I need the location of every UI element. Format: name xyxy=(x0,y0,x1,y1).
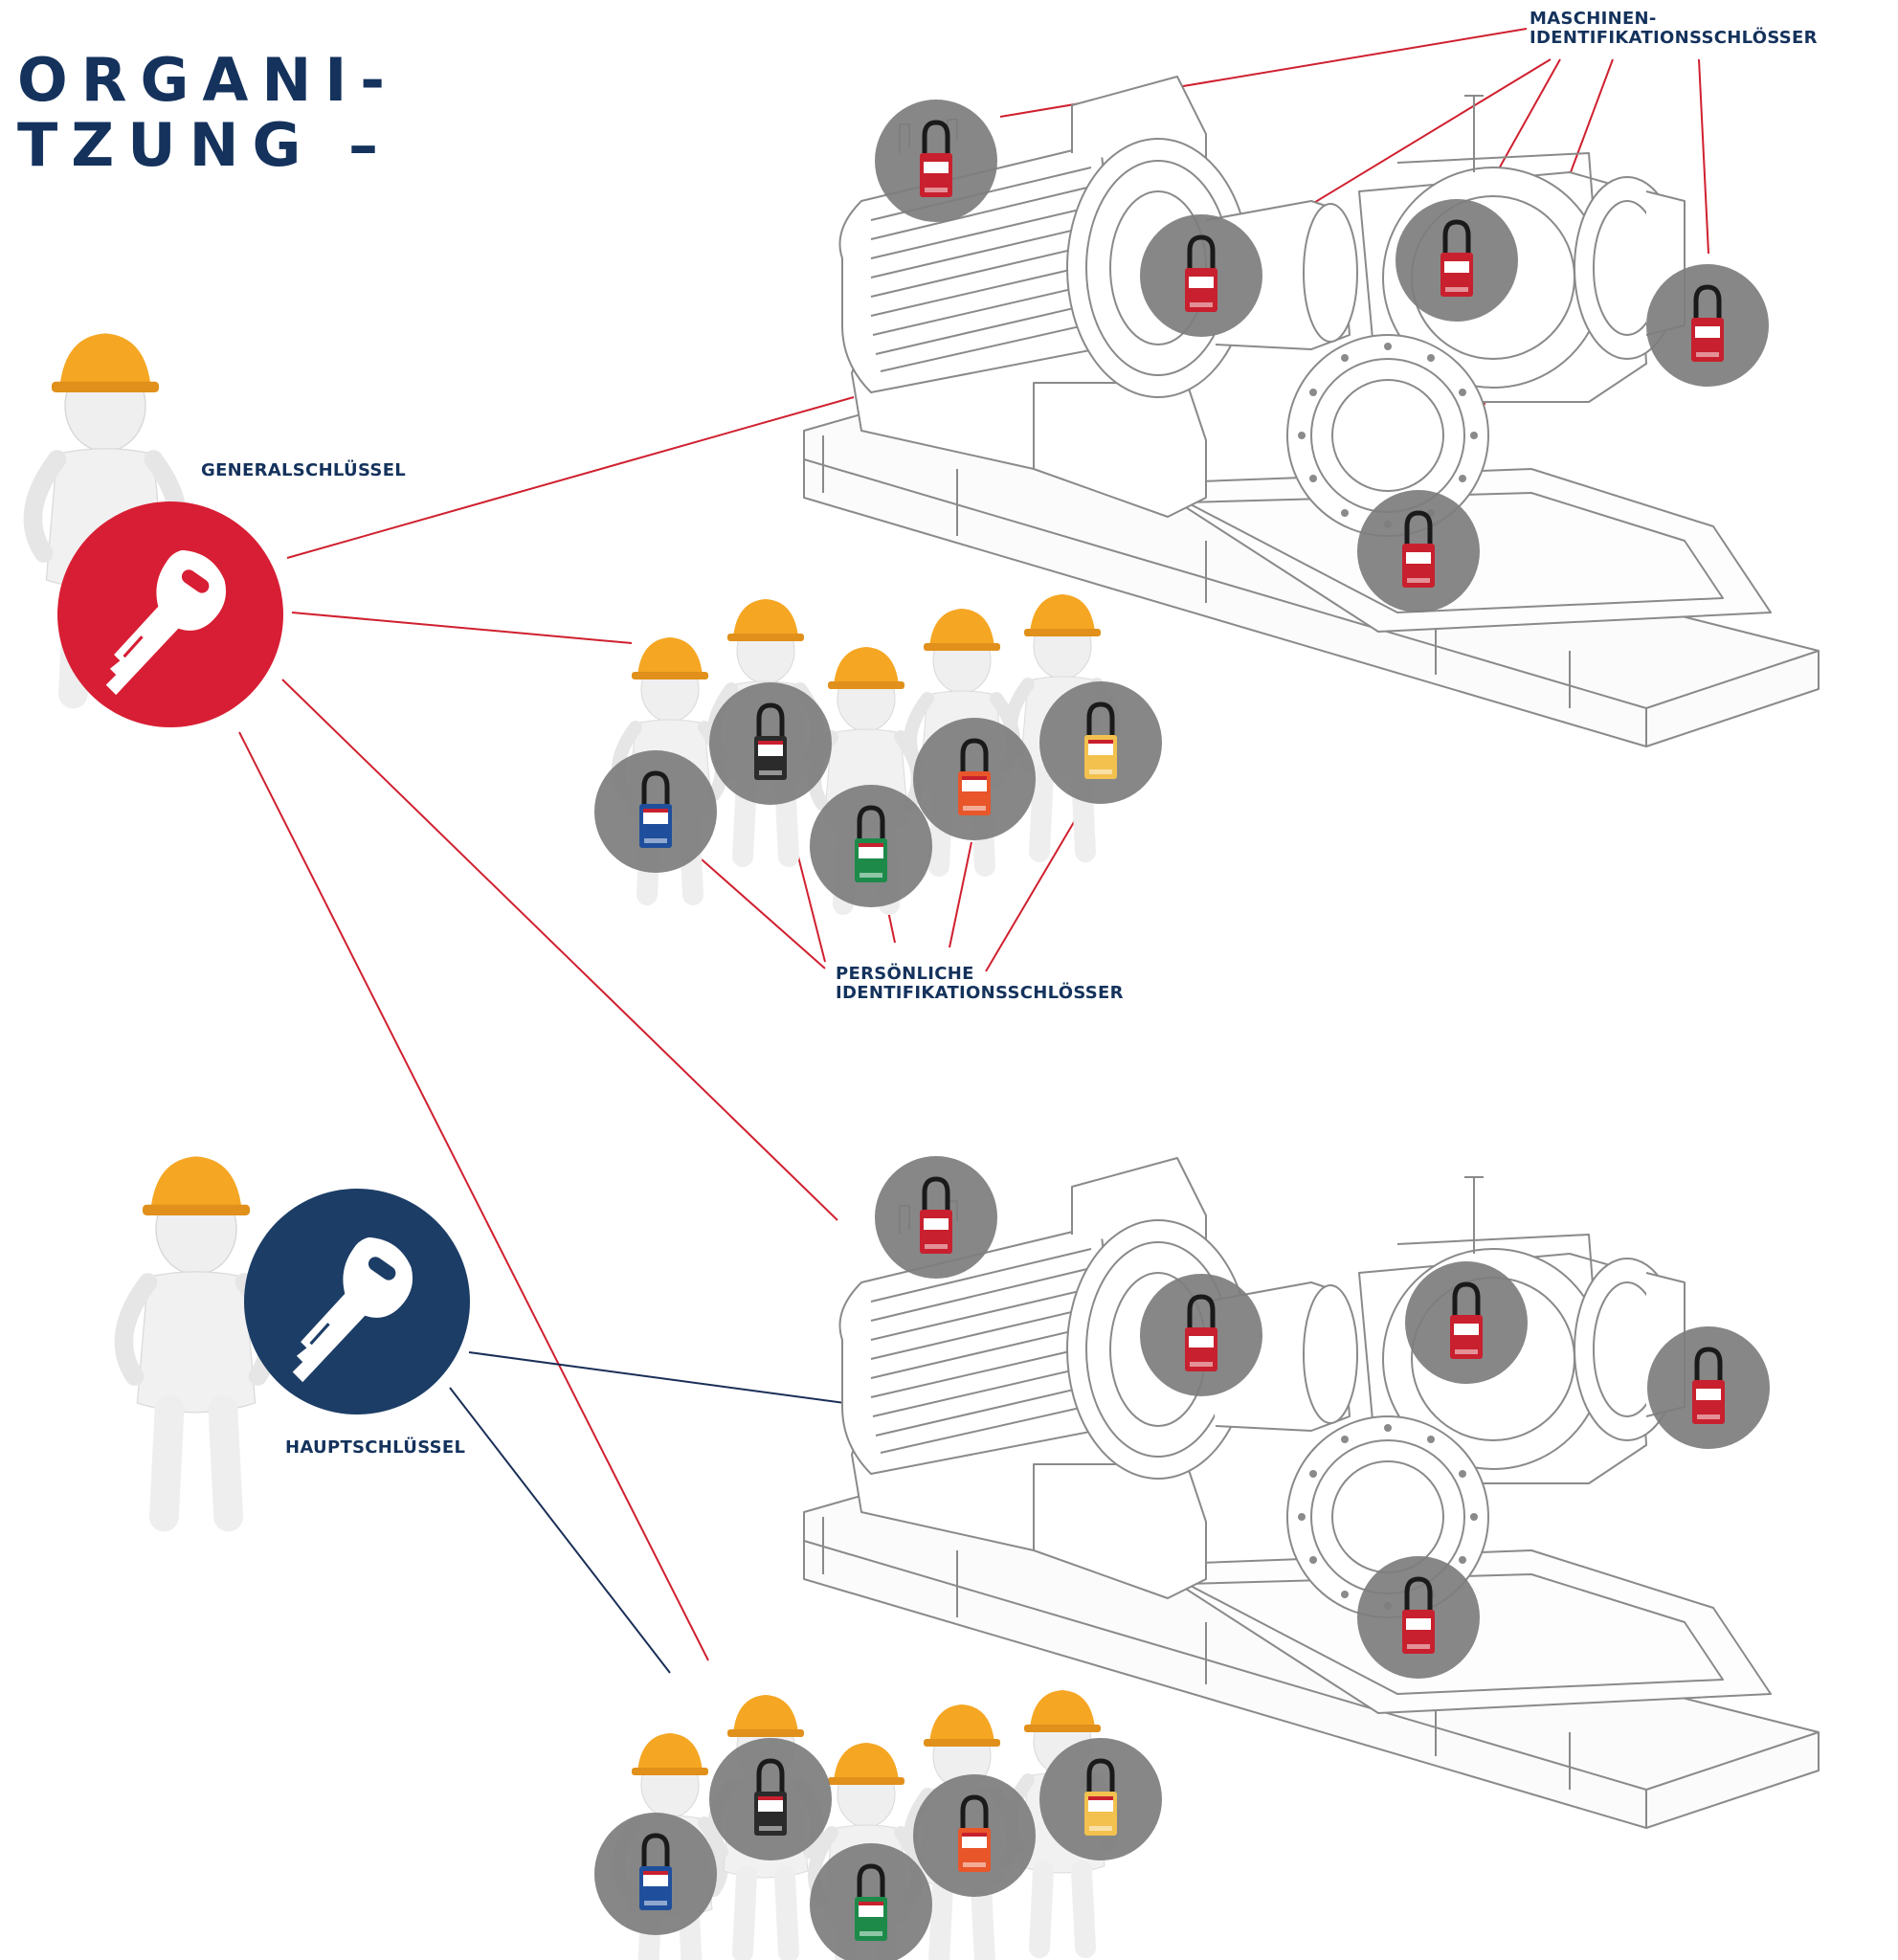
grand-master-connectors xyxy=(238,28,1709,1661)
grand-master-key-badge xyxy=(57,501,283,727)
machine-locks-label: MASCHINEN- IDENTIFIKATIONSSCHLÖSSER xyxy=(1530,9,1818,48)
master-key-label: HAUPTSCHLÜSSEL xyxy=(285,1437,466,1458)
personal-locks-bottom xyxy=(594,1738,1162,1960)
key-icon xyxy=(105,549,227,696)
personal-locks-top xyxy=(594,681,1162,907)
grand-master-key-label: GENERALSCHLÜSSEL xyxy=(201,460,407,480)
page-title: ORGANI- TZUNG – xyxy=(17,48,398,178)
master-key-badge xyxy=(244,1189,470,1414)
machine-locks-top xyxy=(875,100,1769,612)
worker-master xyxy=(123,1156,268,1517)
machine-locks-bottom xyxy=(875,1156,1770,1679)
key-icon xyxy=(292,1236,413,1383)
personal-locks-label: PERSÖNLICHE IDENTIFIKATIONSSCHLÖSSER xyxy=(836,964,1124,1003)
page-title-line-2: TZUNG – xyxy=(17,110,391,180)
page-title-line-1: ORGANI- xyxy=(17,45,399,115)
master-key-connectors xyxy=(449,1351,874,1674)
